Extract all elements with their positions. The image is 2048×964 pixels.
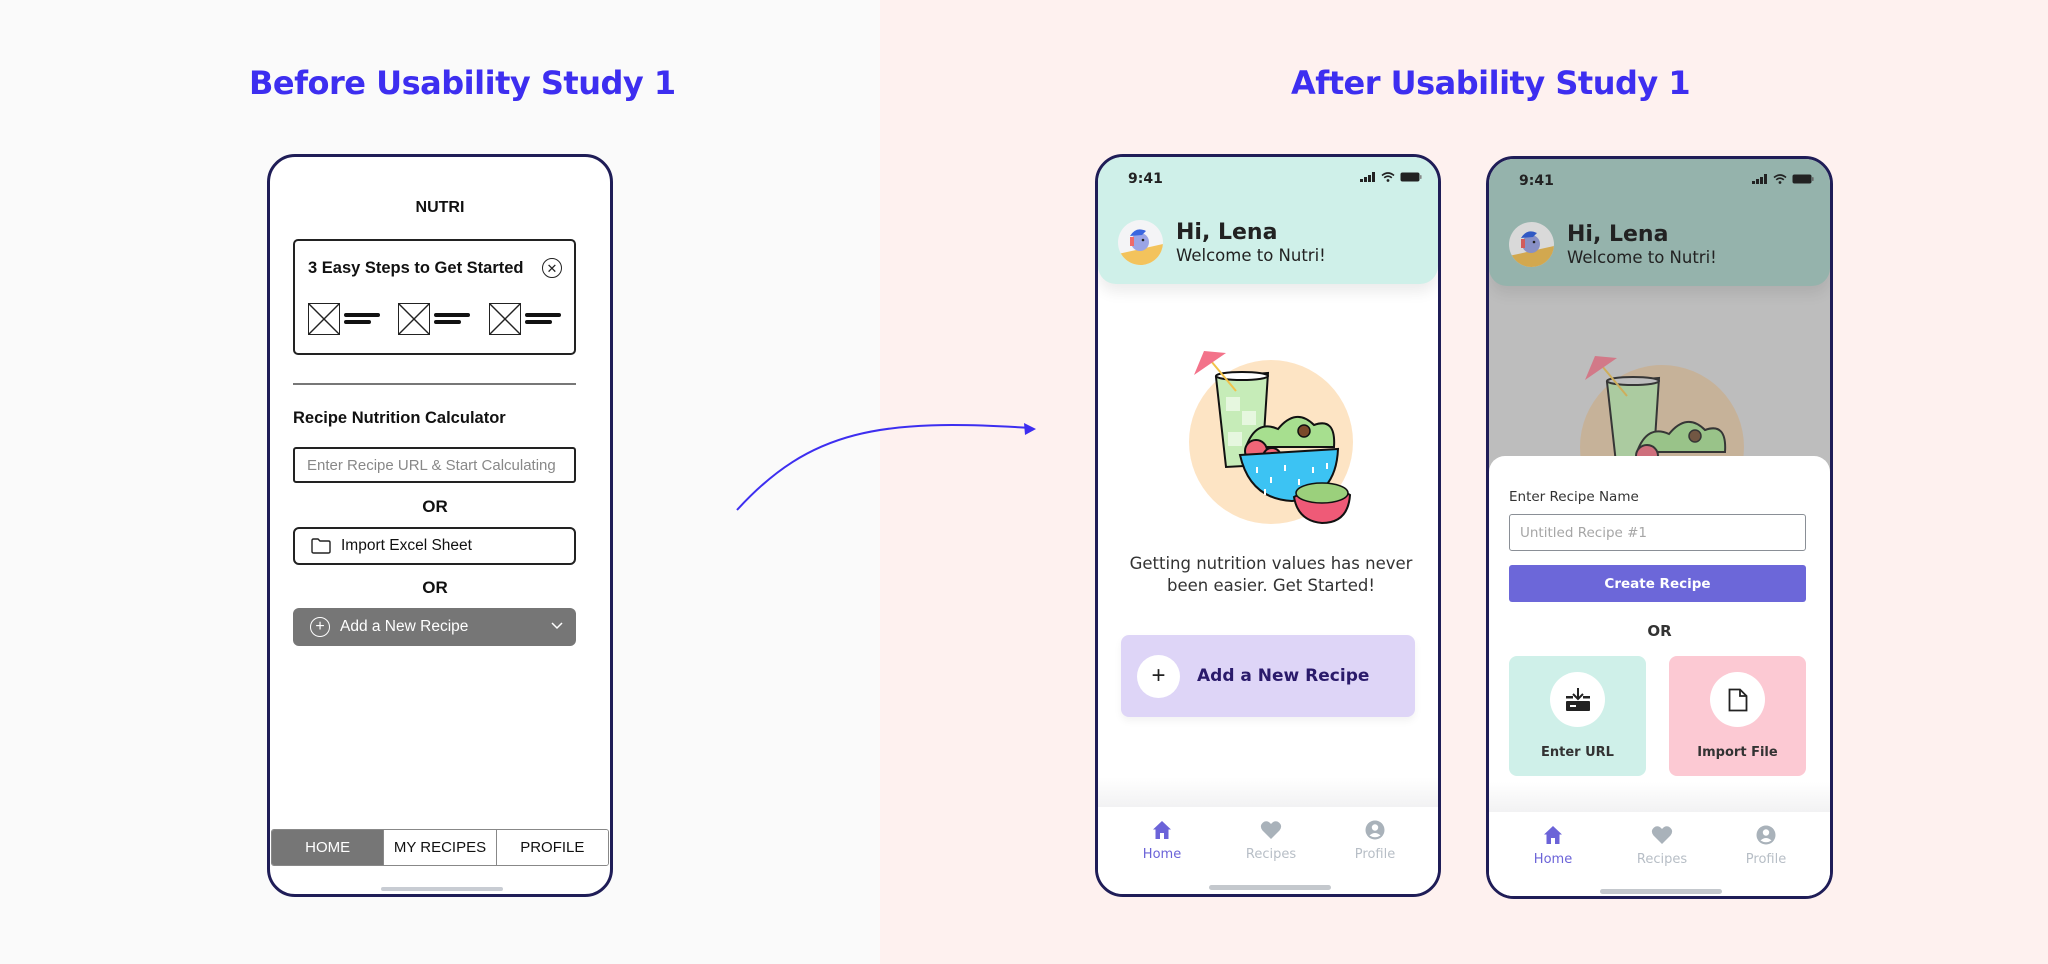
- tagline: Getting nutrition values has never been …: [1129, 554, 1413, 595]
- after-sheet-phone: 9:41 Hi, Lena Welcome to Nutri! Enter Re…: [1486, 156, 1833, 899]
- user-circle-icon: [1756, 825, 1776, 845]
- import-excel-button[interactable]: Import Excel Sheet: [293, 527, 576, 565]
- before-wireframe-phone: NUTRI 3 Easy Steps to Get Started ✕ Reci…: [267, 154, 613, 897]
- status-time: 9:41: [1128, 171, 1163, 187]
- tab-profile[interactable]: PROFILE: [496, 830, 608, 865]
- home-icon: [1544, 826, 1562, 844]
- tab-my-recipes[interactable]: MY RECIPES: [384, 830, 497, 865]
- transition-arrow-icon: [736, 423, 1036, 511]
- battery-icon: [1792, 174, 1814, 184]
- bottom-tab-bar: HOME MY RECIPES PROFILE: [271, 829, 609, 866]
- app-title: NUTRI: [415, 199, 465, 216]
- signal-icon: [1360, 172, 1375, 182]
- add-new-recipe-label: Add a New Recipe: [340, 618, 469, 635]
- download-tray-icon: [1565, 687, 1590, 711]
- enter-url-label: Enter URL: [1541, 745, 1614, 760]
- image-placeholder-icon: [398, 303, 430, 335]
- nav-recipes-label: Recipes: [1245, 847, 1297, 862]
- home-icon: [1153, 821, 1171, 839]
- greeting: Hi, Lena: [1567, 222, 1669, 247]
- heart-icon: [1651, 826, 1673, 844]
- home-indicator: [381, 887, 503, 891]
- image-placeholder-icon: [489, 303, 521, 335]
- import-file-label: Import File: [1697, 745, 1778, 760]
- food-illustration: [1189, 351, 1353, 525]
- home-indicator: [1600, 889, 1722, 894]
- getting-started-card: 3 Easy Steps to Get Started ✕: [293, 239, 576, 355]
- avatar[interactable]: [1509, 222, 1554, 267]
- image-placeholder-icon: [308, 303, 340, 335]
- greeting: Hi, Lena: [1176, 220, 1278, 245]
- home-indicator: [1209, 885, 1331, 890]
- nav-profile[interactable]: Profile: [1731, 825, 1801, 867]
- nav-home-label: Home: [1142, 847, 1182, 862]
- getting-started-title: 3 Easy Steps to Get Started: [308, 259, 524, 277]
- bottom-nav: [1098, 807, 1438, 894]
- heart-icon: [1260, 821, 1282, 839]
- import-excel-label: Import Excel Sheet: [341, 537, 472, 554]
- status-time: 9:41: [1519, 173, 1554, 189]
- nav-home-label: Home: [1533, 852, 1573, 867]
- tab-home[interactable]: HOME: [272, 830, 385, 865]
- status-icons: [1360, 172, 1422, 182]
- folder-icon: [311, 538, 331, 554]
- before-section-title: Before Usability Study 1: [249, 64, 676, 102]
- enter-url-button[interactable]: Enter URL: [1509, 656, 1646, 776]
- or-separator: OR: [1647, 622, 1672, 640]
- status-icons: [1752, 174, 1814, 184]
- create-recipe-button[interactable]: Create Recipe: [1509, 565, 1806, 602]
- nav-recipes-label: Recipes: [1636, 852, 1688, 867]
- nav-profile[interactable]: Profile: [1340, 820, 1410, 862]
- calculator-title: Recipe Nutrition Calculator: [293, 409, 506, 427]
- user-circle-icon: [1365, 820, 1385, 840]
- recipe-url-input[interactable]: [293, 447, 576, 483]
- or-separator: OR: [422, 578, 448, 597]
- header: 9:41 Hi, Lena Welcome to Nutri!: [1489, 159, 1830, 286]
- avatar[interactable]: [1118, 220, 1163, 265]
- file-icon: [1728, 688, 1747, 711]
- nav-home[interactable]: Home: [1518, 825, 1588, 867]
- header: 9:41 Hi, Lena Welcome to Nutri!: [1098, 157, 1438, 284]
- wifi-icon: [1381, 172, 1395, 182]
- wifi-icon: [1773, 174, 1787, 184]
- signal-icon: [1752, 174, 1767, 184]
- nav-recipes[interactable]: Recipes: [1236, 820, 1306, 862]
- close-circle-icon[interactable]: ✕: [542, 258, 562, 278]
- nav-home[interactable]: Home: [1127, 820, 1197, 862]
- import-file-button[interactable]: Import File: [1669, 656, 1806, 776]
- welcome-text: Welcome to Nutri!: [1176, 246, 1326, 265]
- or-separator: OR: [422, 497, 448, 516]
- section-divider: [293, 383, 576, 385]
- step-placeholder-3: [489, 303, 565, 337]
- recipe-name-input[interactable]: [1509, 514, 1806, 551]
- recipe-name-label: Enter Recipe Name: [1509, 489, 1639, 505]
- plus-icon: +: [1137, 654, 1180, 698]
- add-new-recipe-dropdown[interactable]: + Add a New Recipe: [293, 608, 576, 646]
- step-placeholder-2: [398, 303, 474, 337]
- add-new-recipe-button[interactable]: + Add a New Recipe: [1121, 635, 1415, 717]
- battery-icon: [1400, 172, 1422, 182]
- add-new-recipe-label: Add a New Recipe: [1197, 666, 1370, 686]
- nav-recipes[interactable]: Recipes: [1627, 825, 1697, 867]
- nav-profile-label: Profile: [1745, 852, 1787, 867]
- bottom-nav: [1489, 812, 1830, 896]
- plus-circle-icon: +: [310, 617, 330, 637]
- step-placeholder-1: [308, 303, 384, 337]
- after-home-phone: 9:41 Hi, Lena Welcome to Nutri! Getting …: [1095, 154, 1441, 897]
- chevron-down-icon: [551, 622, 563, 630]
- after-section-title: After Usability Study 1: [1291, 64, 1691, 102]
- nav-profile-label: Profile: [1354, 847, 1396, 862]
- after-panel-background: [880, 0, 2048, 964]
- welcome-text: Welcome to Nutri!: [1567, 248, 1717, 267]
